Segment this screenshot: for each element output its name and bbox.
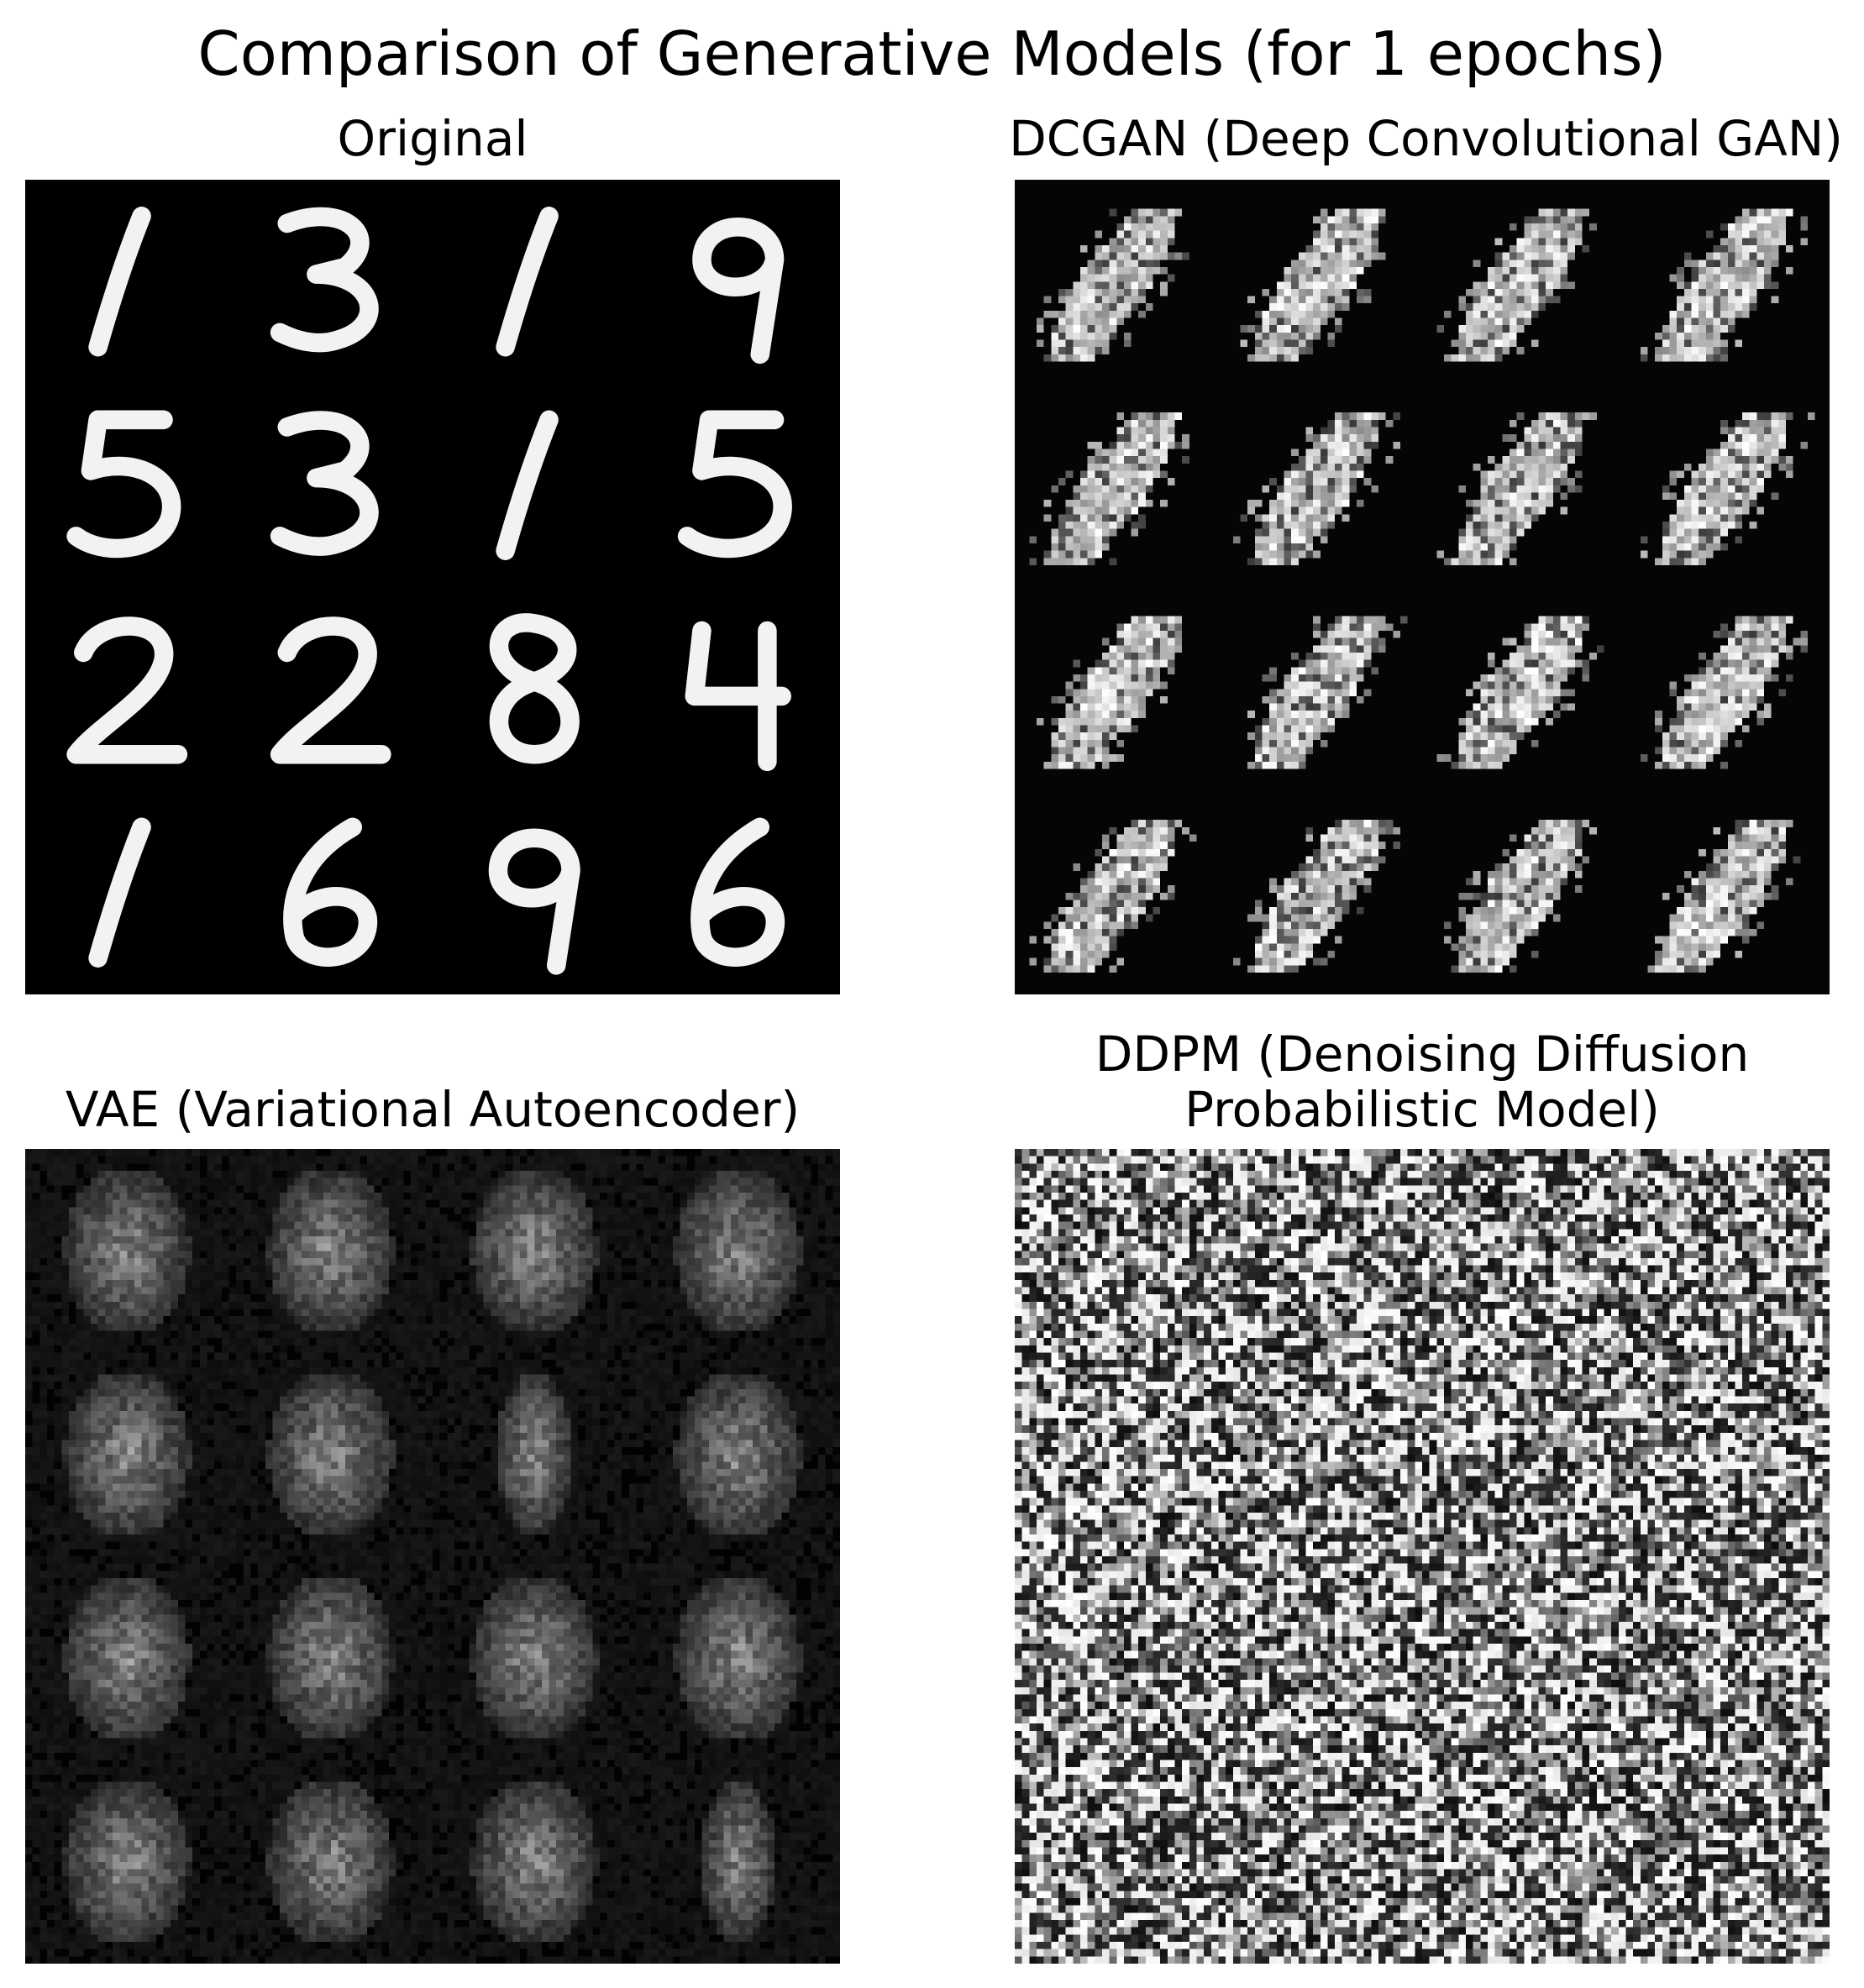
- dcgan-sample: [1640, 208, 1809, 362]
- dcgan-sample: [1029, 820, 1197, 973]
- vae-sample: [25, 1149, 229, 1353]
- original-digit-sample: [283, 817, 378, 967]
- panel-title-dcgan: DCGAN (Deep Convolutional GAN): [1008, 111, 1844, 166]
- vae-sample: [228, 1149, 433, 1353]
- dcgan-sample: [1640, 412, 1815, 566]
- dcgan-sample: [1029, 412, 1189, 566]
- original-digit-sample: [692, 218, 785, 365]
- dcgan-sample: [1436, 208, 1597, 362]
- original-digit-sample: [270, 207, 379, 353]
- dcgan-sample: [1247, 616, 1408, 769]
- dcgan-sample: [1036, 616, 1183, 769]
- panel-title-ddpm-line1: DDPM (Denoising Diffusion: [1015, 1026, 1830, 1082]
- figure-title: Comparison of Generative Models (for 1 e…: [0, 18, 1864, 89]
- vae-sample: [25, 1760, 229, 1964]
- original-digit-sample: [489, 613, 580, 764]
- vae-sample: [228, 1352, 433, 1556]
- original-digit-sample: [88, 207, 151, 357]
- dcgan-sample: [1232, 820, 1401, 973]
- dcgan-sample: [1647, 820, 1801, 973]
- original-digit-sample: [690, 817, 785, 967]
- vae-sample: [636, 1556, 840, 1760]
- vae-sample: [433, 1149, 637, 1353]
- dcgan-sample: [1640, 616, 1809, 769]
- original-digit-sample: [488, 828, 580, 975]
- vae-sample: [636, 1760, 840, 1964]
- original-digit-sample: [66, 410, 181, 559]
- original-samples-image: [25, 180, 840, 994]
- original-digit-sample: [685, 621, 791, 772]
- vae-sample: [433, 1352, 637, 1556]
- original-digit-sample: [270, 616, 391, 764]
- original-digit-sample: [270, 411, 379, 556]
- dcgan-sample: [1436, 616, 1604, 769]
- vae-sample: [25, 1352, 229, 1556]
- vae-sample: [228, 1760, 433, 1964]
- dcgan-samples-image: [1015, 180, 1830, 994]
- dcgan-sample: [1036, 208, 1189, 362]
- vae-sample: [433, 1556, 637, 1760]
- panel-title-vae: VAE (Variational Autoencoder): [25, 1082, 840, 1137]
- original-digit-sample: [66, 616, 188, 764]
- original-digit-sample: [88, 817, 151, 968]
- vae-sample: [228, 1556, 433, 1760]
- dcgan-sample: [1232, 412, 1401, 566]
- ddpm-noise-samples: [1015, 1149, 1830, 1964]
- panel-title-original: Original: [25, 111, 840, 166]
- vae-samples-image: [25, 1149, 840, 1964]
- vae-sample: [636, 1352, 840, 1556]
- dcgan-sample: [1443, 820, 1597, 973]
- vae-sample: [25, 1556, 229, 1760]
- panel-title-ddpm-line2: Probabilistic Model): [1015, 1082, 1830, 1137]
- dcgan-sample: [1436, 412, 1597, 566]
- vae-sample: [433, 1760, 637, 1964]
- original-digit-sample: [496, 410, 559, 560]
- ddpm-samples-image: [1015, 1149, 1830, 1964]
- dcgan-sample: [1240, 208, 1386, 362]
- original-digit-sample: [496, 207, 559, 357]
- original-digit-sample: [677, 410, 792, 559]
- vae-sample: [636, 1149, 840, 1353]
